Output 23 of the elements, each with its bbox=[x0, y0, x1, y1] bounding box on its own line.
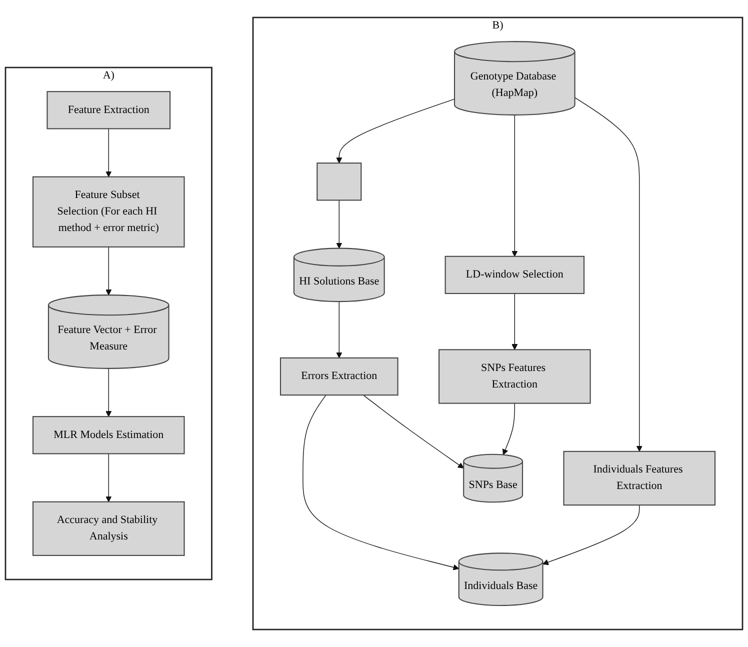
arrow bbox=[512, 114, 518, 257]
arrow bbox=[542, 504, 640, 566]
arrow bbox=[302, 394, 460, 570]
arrow bbox=[106, 246, 112, 296]
arrow bbox=[106, 128, 112, 178]
arrow bbox=[502, 402, 515, 456]
arrow bbox=[106, 453, 112, 502]
node-box: Errors Extraction bbox=[280, 357, 398, 396]
arrow bbox=[512, 293, 518, 350]
node-box: SNPs Features Extraction bbox=[438, 349, 591, 404]
node-box: MLR Models Estimation bbox=[32, 416, 185, 454]
node-box: Feature Subset Selection (For each HI method + error metric) bbox=[32, 176, 185, 248]
arrow bbox=[336, 200, 342, 249]
arrow bbox=[574, 97, 642, 452]
node-box bbox=[316, 162, 362, 201]
arrow bbox=[106, 368, 112, 417]
node-box: LD-window Selection bbox=[444, 256, 585, 294]
node-box: Accuracy and Stability Analysis bbox=[32, 501, 185, 556]
arrow bbox=[362, 394, 464, 468]
node-box: Individuals Features Extraction bbox=[563, 450, 716, 506]
arrow bbox=[336, 301, 342, 358]
node-box: Feature Extraction bbox=[46, 91, 171, 130]
arrow bbox=[336, 98, 455, 164]
